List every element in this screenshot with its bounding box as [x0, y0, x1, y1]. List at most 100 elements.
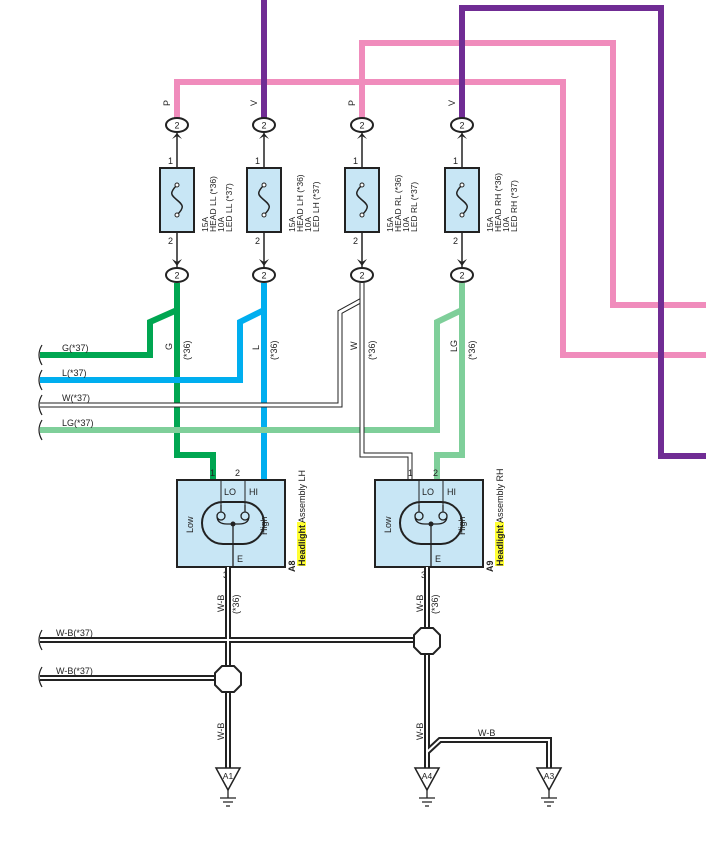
fuse-label: 15A — [385, 217, 395, 232]
connector — [350, 117, 374, 133]
pin-label: 2 — [255, 236, 260, 246]
connector-pin: 2 — [261, 121, 266, 131]
fuse-label: HEAD RL (*36) — [393, 175, 403, 232]
side-wire-label: LG(*37) — [62, 418, 94, 428]
ground-triangle-icon — [214, 767, 242, 792]
side-wire-label: W(*37) — [62, 393, 90, 403]
headlight-label: 1 — [210, 468, 215, 478]
pin-label: 1 — [168, 156, 173, 166]
connector-pin: 2 — [174, 121, 179, 131]
connector-pin: 2 — [459, 121, 464, 131]
connector — [450, 117, 474, 133]
pin-label: 1 — [453, 156, 458, 166]
ground-code: A4 — [422, 771, 433, 781]
connector-arrow-icon — [357, 133, 367, 139]
connector — [350, 267, 374, 283]
fuse-icon — [258, 184, 270, 216]
component-code: A9 — [485, 560, 495, 572]
headlight-label: 2 — [433, 468, 438, 478]
connector-arrow-icon — [259, 133, 269, 139]
wire-lg-down — [434, 283, 465, 480]
wire-label: LG — [449, 340, 459, 352]
connector-pin: 2 — [174, 271, 179, 281]
ground-icon — [220, 790, 236, 807]
fuse-label: 15A — [200, 217, 210, 232]
connector-arrow-icon — [357, 259, 367, 266]
wire-break-marks — [38, 344, 43, 688]
wire-label: W-B — [216, 595, 226, 612]
pin-label: 2 — [453, 236, 458, 246]
wire-g — [40, 283, 180, 358]
pin-label: 1 — [353, 156, 358, 166]
fuse-label: 10A — [501, 217, 511, 232]
fuse-label: LED LH (*37) — [311, 181, 321, 232]
fuse-label: HEAD RH (*36) — [493, 173, 503, 232]
wire-label: P — [162, 100, 172, 106]
fuse-label: HEAD LH (*36) — [295, 174, 305, 232]
headlight-label: 1 — [408, 468, 413, 478]
headlight-label: LO — [422, 487, 434, 497]
junction-point — [214, 665, 242, 693]
wire-label: W-B — [415, 723, 425, 740]
component-name: Headlight Assembly LH — [297, 470, 307, 566]
wire-label: W — [349, 341, 359, 350]
side-wire-label: L(*37) — [62, 368, 87, 378]
wire-note: (*36) — [231, 594, 241, 614]
wire-label: P — [347, 100, 357, 106]
ground-icon — [419, 790, 435, 807]
wire-note: (*36) — [269, 340, 279, 360]
wire-label: V — [447, 100, 457, 106]
top-wires — [174, 0, 706, 459]
highlight-text: Headlight — [495, 525, 505, 566]
headlight-label: HI — [249, 487, 258, 497]
wire-p-2 — [359, 40, 706, 308]
fuse-label: LED RL (*37) — [409, 182, 419, 232]
wire-label: W-B — [415, 595, 425, 612]
connector-arrow-icon — [457, 259, 467, 266]
connector-arrow-icon — [172, 133, 182, 139]
connector — [165, 117, 189, 133]
wire-label: G — [164, 343, 174, 350]
wire-v-2 — [459, 5, 706, 459]
middle-wires — [40, 283, 465, 480]
connector — [252, 117, 276, 133]
pin-label: 2 — [168, 236, 173, 246]
pin-label: 1 — [255, 156, 260, 166]
top-wire-labels: P V P V — [162, 100, 457, 106]
wire-label: L — [251, 345, 261, 350]
wire-p-1 — [174, 79, 706, 358]
fuse-icon — [456, 184, 468, 216]
headlight-label: LO — [224, 487, 236, 497]
side-wire-label: W-B(*37) — [56, 628, 93, 638]
ground-point: A3 — [535, 767, 563, 807]
fuse-label: 10A — [401, 217, 411, 232]
connector-pin: 2 — [359, 271, 364, 281]
white-wires — [40, 283, 413, 480]
headlight-label: E — [435, 554, 441, 564]
low-label: Low — [383, 516, 393, 533]
high-label: High — [457, 516, 467, 535]
name-text: Assembly RH — [495, 468, 505, 525]
fuse-label: HEAD LL (*36) — [208, 176, 218, 232]
ground-labels: W-B (*36) W-B (*36) W-B W-B W-B(*37) W-B… — [56, 594, 495, 740]
fuse-label: 10A — [303, 217, 313, 232]
wire-label: V — [249, 100, 259, 106]
connector-arrow-icon — [172, 259, 182, 266]
wire-label: W-B — [478, 728, 495, 738]
connector — [450, 267, 474, 283]
junction-point — [413, 627, 441, 655]
ground-icon — [541, 790, 557, 807]
connector-arrow-icon — [457, 133, 467, 139]
highlight-text: Headlight — [297, 525, 307, 566]
ground-code: A3 — [544, 771, 555, 781]
side-wire-label: W-B(*37) — [56, 666, 93, 676]
